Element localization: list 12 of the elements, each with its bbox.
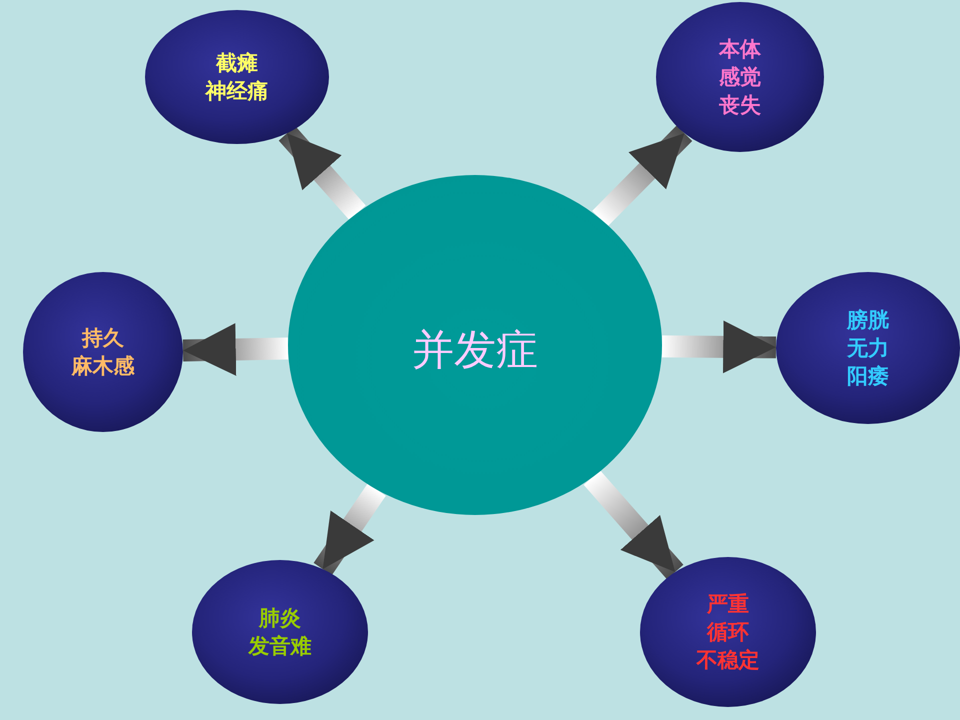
arrow [592, 125, 692, 226]
arrow [662, 320, 776, 374]
node-label: 持久麻木感 [72, 325, 134, 380]
node-label: 肺炎发音难 [248, 605, 312, 660]
arrow [182, 323, 288, 376]
title-label: 并发症 [412, 325, 538, 375]
node-label: 本体感觉丧失 [719, 36, 761, 119]
arrow [584, 470, 684, 580]
node-label: 截瘫神经痛 [206, 50, 268, 105]
arrow [278, 126, 366, 220]
node-label: 膀胱无力阳痿 [847, 307, 889, 390]
node-label: 严重循环不稳定 [696, 591, 760, 674]
